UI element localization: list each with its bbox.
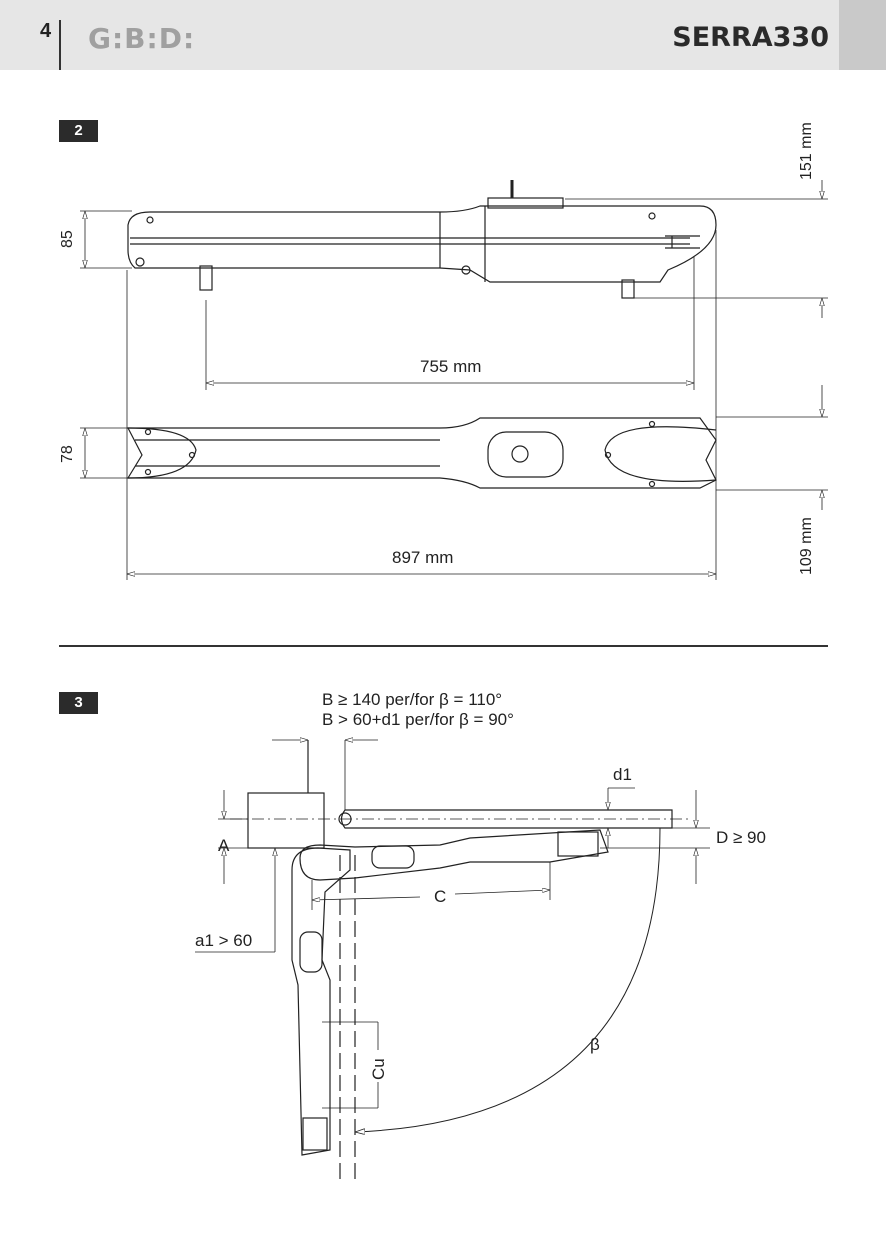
operator-open [291,847,351,1156]
section-divider [59,645,828,647]
a-label: A [218,836,230,855]
cu-label: Cu [369,1058,388,1080]
header-divider [59,20,61,70]
figure-3-drawing [230,740,690,1180]
gate-pillar [247,792,325,849]
c-label: C [434,887,446,906]
dim-151: 151 mm [798,122,815,180]
brand-logo: G:B:D: [88,22,196,55]
b-condition-1: B ≥ 140 per/for β = 110° [322,690,502,709]
page-number: 4 [40,20,52,42]
dim-109: 109 mm [798,517,815,575]
operator-side-view [127,205,717,283]
dim-897: 897 mm [392,548,453,567]
d-condition: D ≥ 90 [716,828,766,847]
a1-condition: a1 > 60 [195,931,252,950]
dim-755: 755 mm [420,357,481,376]
model-title: SERRA330 [672,22,829,53]
figure-2-dimensions [80,180,828,580]
page-header [0,0,886,70]
operator-top-view [126,417,717,489]
b-condition-2: B > 60+d1 per/for β = 90° [322,710,514,729]
gate-leaf-closed [340,809,673,829]
dim-78: 78 [59,445,76,463]
beta-label: β [590,1035,600,1054]
opening-arc [355,827,661,1132]
d1-label: d1 [613,765,632,784]
dim-85: 85 [59,230,76,248]
release-lock [487,431,564,478]
figure-2-label: 2 [59,120,98,142]
operator-closed [299,829,609,881]
figure-3-label: 3 [59,692,98,714]
figure-3-dimensions [195,740,710,1109]
header-tab [839,0,886,70]
figure-2-drawing [126,180,717,489]
